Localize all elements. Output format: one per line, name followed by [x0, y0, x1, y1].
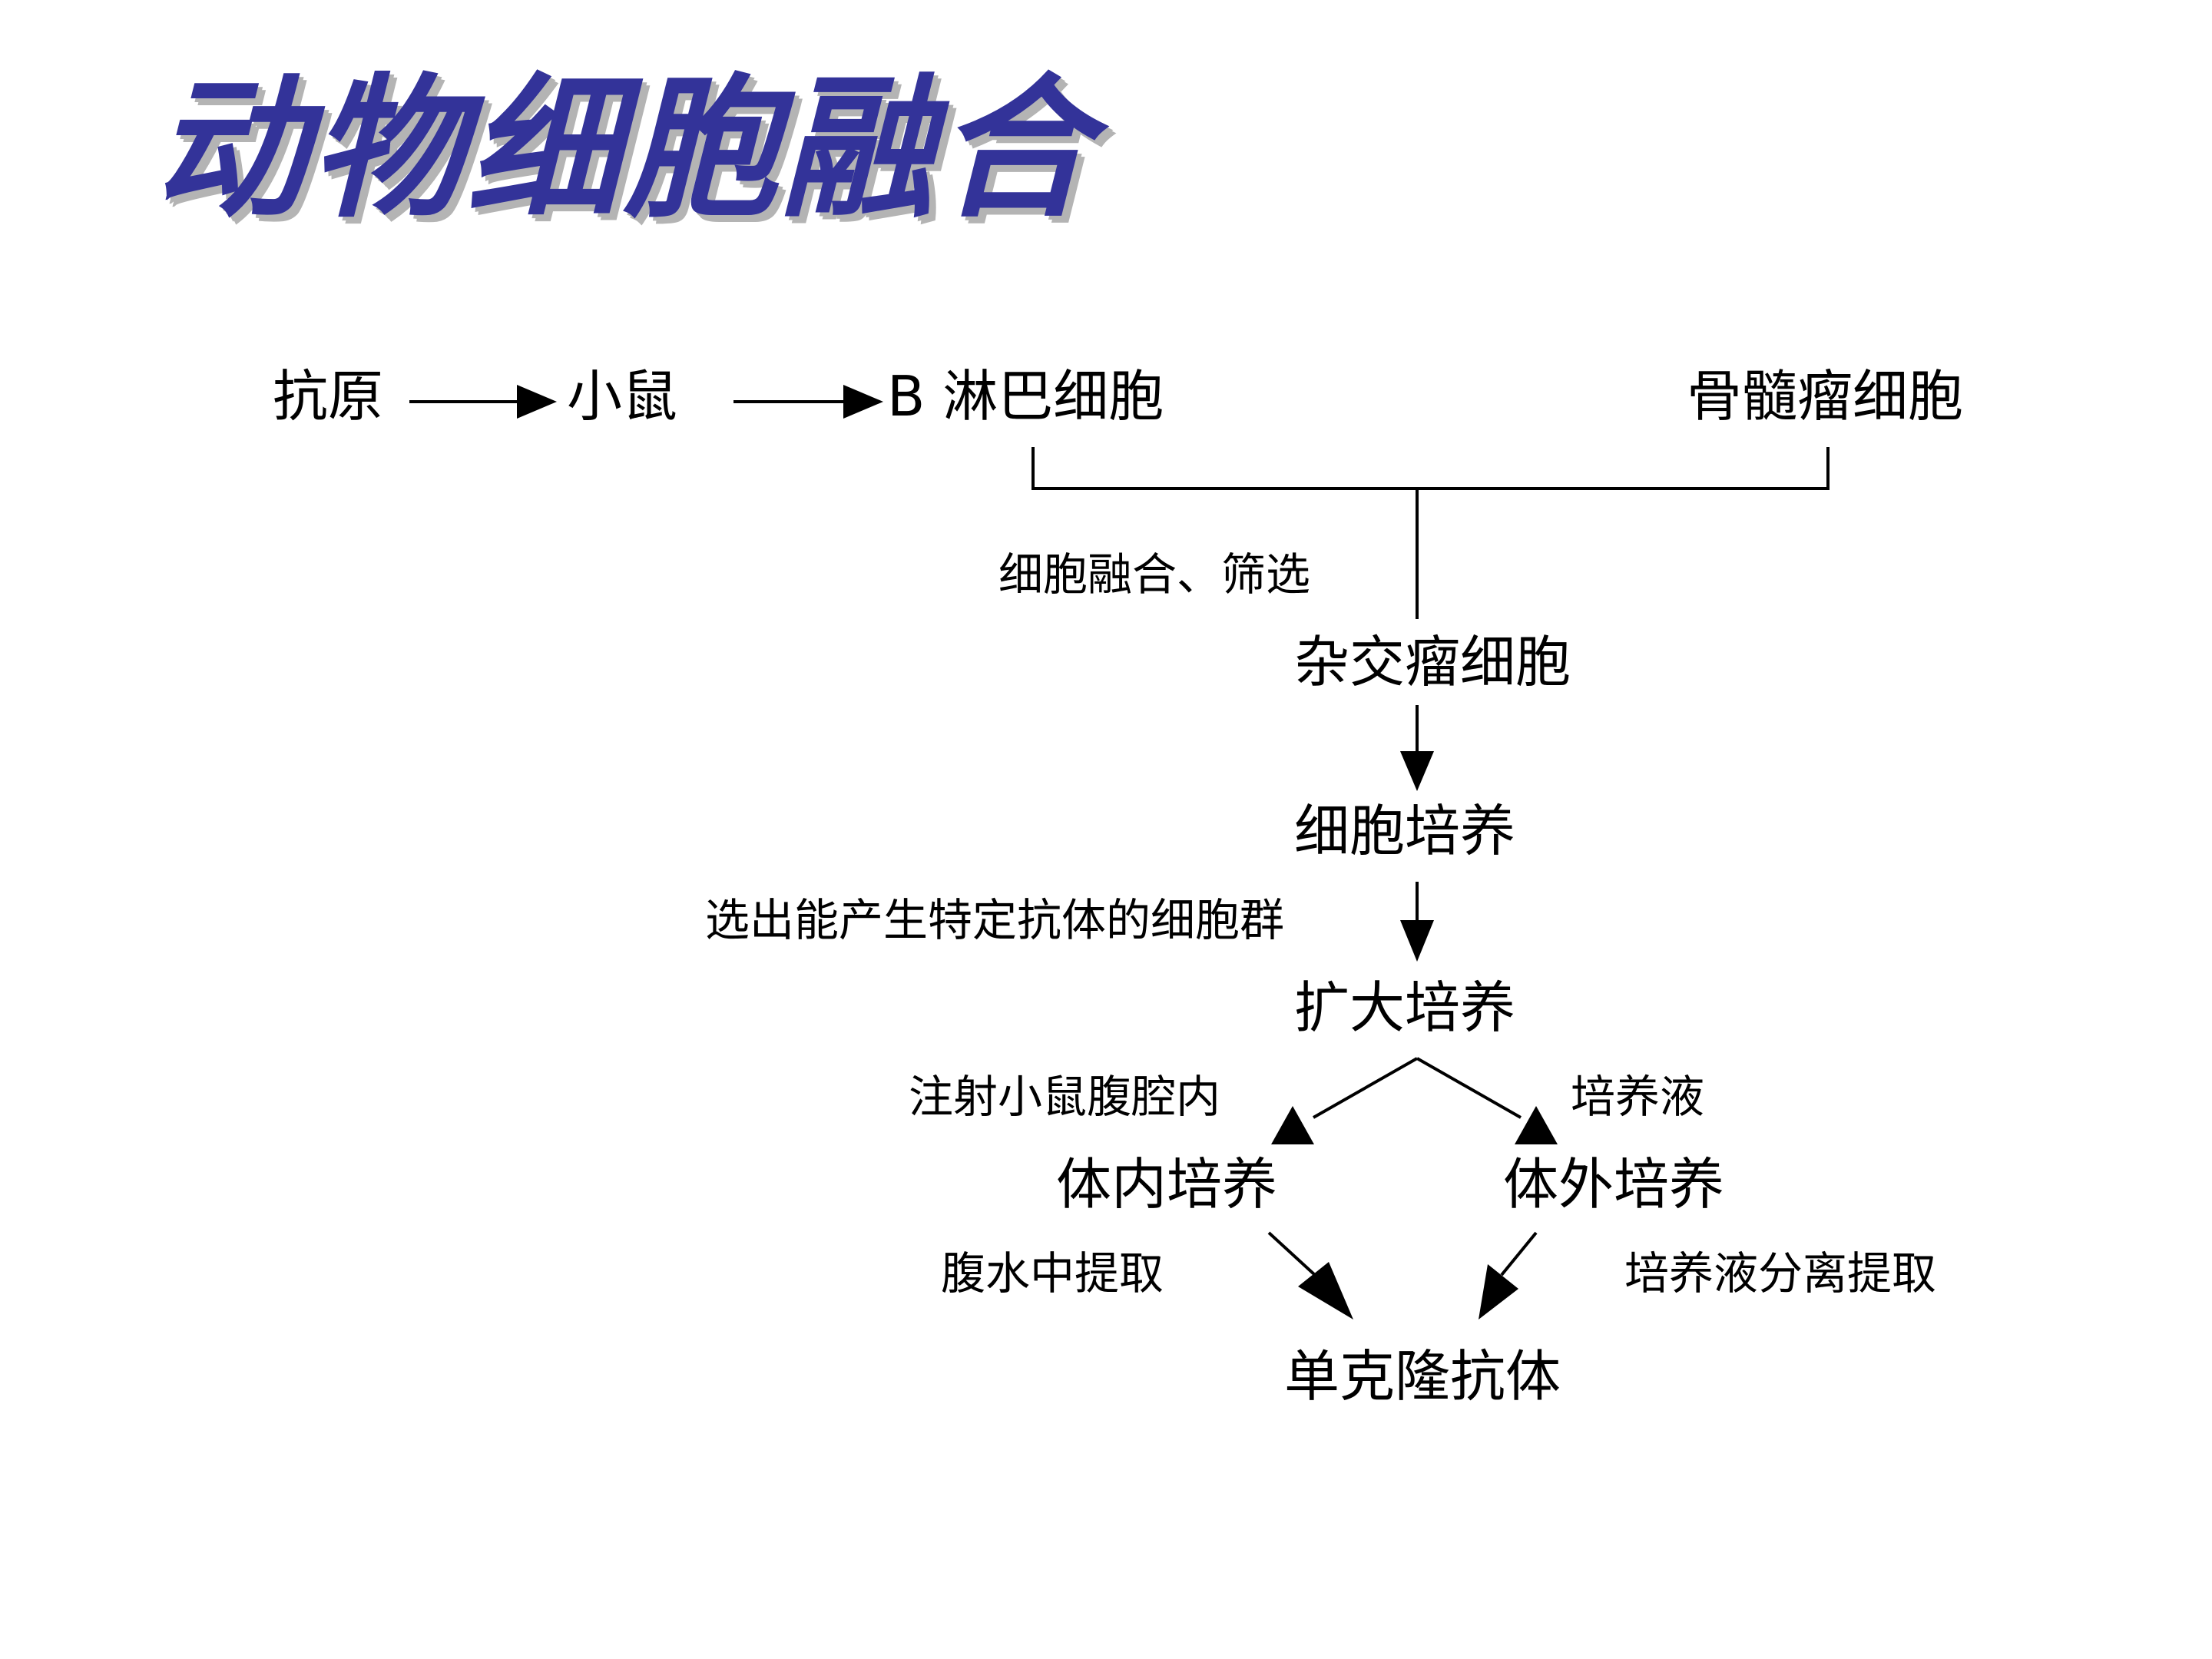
edge-label-extract-medium: 培养液分离提取 [1624, 1247, 1936, 1300]
node-expanded-culture: 扩大培养 [1294, 975, 1515, 1040]
arrow-in-vivo-to-antibody [1267, 1231, 1353, 1320]
edge-label-select-cells: 选出能产生特定抗体的细胞群 [705, 894, 1284, 946]
node-in-vivo-culture: 体内培养 [1056, 1152, 1277, 1217]
fusion-bracket [1031, 447, 1830, 490]
arrow-expanded-to-in-vivo [1271, 1057, 1418, 1144]
node-mouse: 小鼠 [567, 364, 677, 429]
node-monoclonal-antibody: 单克隆抗体 [1284, 1344, 1561, 1409]
edge-label-extract-ascites: 腹水中提取 [941, 1247, 1164, 1300]
node-myeloma: 骨髓瘤细胞 [1687, 364, 1963, 429]
arrow-hybridoma-to-cell-culture [1400, 705, 1434, 791]
node-cell-culture: 细胞培养 [1294, 799, 1515, 863]
edge-label-culture-medium: 培养液 [1571, 1071, 1704, 1123]
arrow-in-vitro-to-antibody [1479, 1231, 1538, 1320]
arrow-mouse-to-b-cell [733, 385, 883, 419]
edge-label-inject-mouse: 注射小鼠腹腔内 [909, 1071, 1220, 1123]
node-hybridoma: 杂交瘤细胞 [1294, 630, 1571, 694]
node-b-cell: B 淋巴细胞 [887, 364, 1164, 429]
node-antigen: 抗原 [273, 364, 383, 429]
arrow-cell-culture-to-expanded [1400, 882, 1434, 962]
arrow-expanded-to-in-vitro [1416, 1057, 1558, 1144]
slide-title: 动物细胞融合 [154, 60, 1094, 239]
node-in-vitro-culture: 体外培养 [1503, 1152, 1724, 1217]
arrow-antigen-to-mouse [409, 385, 557, 419]
edge-label-fusion-screening: 细胞融合、筛选 [998, 548, 1310, 601]
